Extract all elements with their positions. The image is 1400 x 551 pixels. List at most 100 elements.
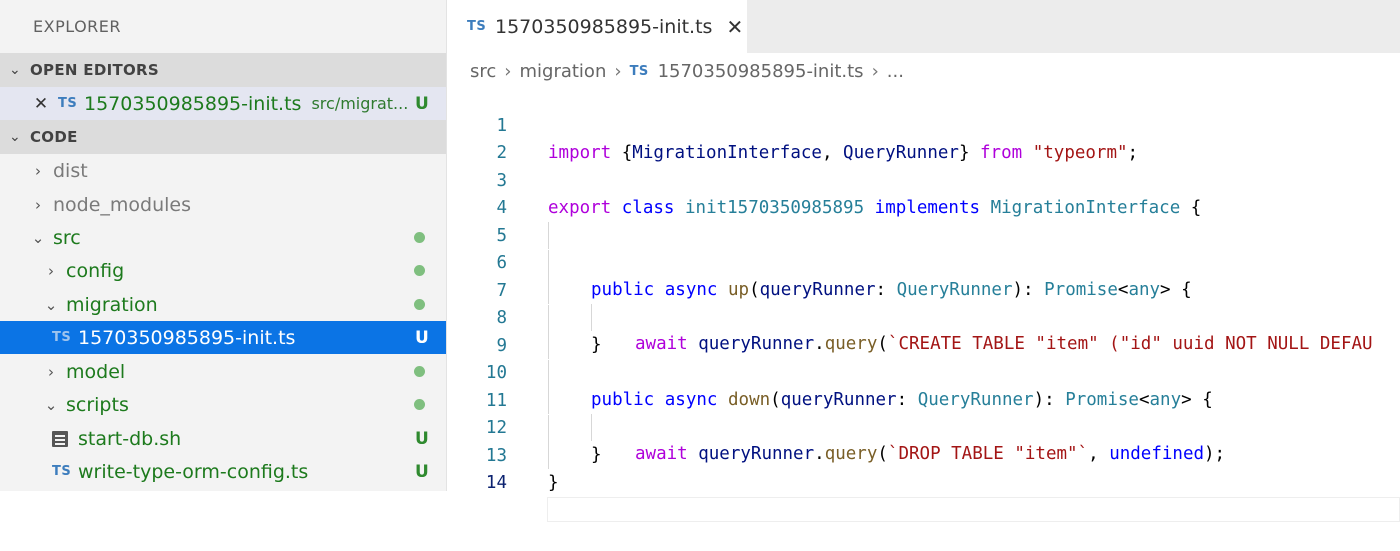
- indent-guide: [548, 222, 549, 249]
- untracked-badge: U: [415, 461, 429, 482]
- explorer-sidebar: EXPLORER ⌄ OPEN EDITORS ✕ TS 15703509858…: [0, 0, 447, 491]
- line-number: 4: [496, 198, 507, 218]
- untracked-badge: U: [415, 93, 429, 114]
- tree-item-model[interactable]: › model: [0, 355, 446, 388]
- tree-item-label: dist: [53, 159, 88, 182]
- modified-dot: [414, 299, 425, 310]
- close-icon[interactable]: ✕: [726, 14, 744, 39]
- code-text: import {MigrationInterface, QueryRunner}…: [548, 143, 1139, 163]
- indent-guide: [591, 304, 592, 331]
- typescript-file-icon: TS: [52, 330, 72, 345]
- breadcrumb-src[interactable]: src: [470, 60, 497, 82]
- chevron-right-icon: ›: [35, 161, 41, 180]
- editor-tab-bar: TS 1570350985895-init.ts ✕: [447, 0, 1400, 53]
- code-text: }: [548, 473, 559, 493]
- typescript-file-icon: TS: [467, 19, 487, 34]
- chevron-right-icon: ›: [48, 261, 54, 280]
- code-text: export class init1570350985895 implement…: [548, 198, 1202, 218]
- tree-item-migration[interactable]: ⌄ migration: [0, 288, 446, 321]
- shell-file-icon: [52, 430, 68, 447]
- code-editor[interactable]: 1 import {MigrationInterface, QueryRunne…: [447, 85, 1400, 522]
- code-text: public async up(queryRunner: QueryRunner…: [591, 280, 1192, 300]
- untracked-badge: U: [415, 428, 429, 449]
- chevron-right-icon: ›: [48, 362, 54, 381]
- code-line: 14: [447, 443, 1400, 522]
- modified-dot: [414, 399, 425, 410]
- line-number: 2: [496, 143, 507, 163]
- tree-item-label: src: [53, 226, 81, 249]
- code-line: 12: [447, 388, 1400, 469]
- line-number: 3: [496, 171, 507, 191]
- code-line: 1 import {MigrationInterface, QueryRunne…: [447, 86, 1400, 163]
- code-line: 11 }: [447, 361, 1400, 465]
- line-number: 7: [496, 281, 507, 301]
- close-icon[interactable]: ✕: [33, 93, 49, 114]
- explorer-title: EXPLORER: [33, 17, 121, 36]
- indent-guide: [548, 415, 549, 442]
- tree-item-dist[interactable]: › dist: [0, 154, 446, 187]
- tree-item-label: start-db.sh: [78, 427, 182, 450]
- chevron-down-icon: ⌄: [44, 395, 58, 414]
- chevron-right-icon: ›: [35, 195, 41, 214]
- tree-item-write-type-orm-config[interactable]: TS write-type-orm-config.ts U: [0, 455, 446, 488]
- code-line: 7 }: [447, 251, 1400, 355]
- code-text: }: [591, 335, 602, 355]
- tree-item-label: write-type-orm-config.ts: [78, 460, 309, 483]
- breadcrumb: src › migration › TS 1570350985895-init.…: [470, 58, 904, 84]
- tree-item-start-db[interactable]: start-db.sh U: [0, 422, 446, 455]
- tree-item-init-ts[interactable]: TS 1570350985895-init.ts U: [0, 321, 446, 354]
- typescript-file-icon: TS: [629, 63, 649, 79]
- tab-label: 1570350985895-init.ts: [495, 15, 713, 38]
- code-folder-label: CODE: [30, 128, 78, 146]
- line-number: 12: [485, 418, 507, 438]
- line-number: 8: [496, 308, 507, 328]
- line-number: 10: [485, 363, 507, 383]
- chevron-right-icon: ›: [504, 60, 512, 82]
- indent-guide: [548, 442, 549, 469]
- code-line: 13 }: [447, 416, 1400, 493]
- chevron-right-icon: ›: [614, 60, 622, 82]
- untracked-badge: U: [415, 327, 429, 348]
- line-number: 14: [485, 473, 507, 493]
- tree-item-config[interactable]: › config: [0, 254, 446, 287]
- open-editor-path: src/migrat...: [311, 94, 409, 113]
- breadcrumb-file[interactable]: 1570350985895-init.ts: [657, 60, 864, 82]
- tree-item-label: model: [66, 360, 126, 383]
- code-folder-header[interactable]: ⌄ CODE: [0, 120, 446, 154]
- open-editor-filename: 1570350985895-init.ts: [84, 92, 302, 115]
- chevron-down-icon: ⌄: [8, 62, 22, 78]
- chevron-right-icon: ›: [871, 60, 879, 82]
- indent-guide: [591, 414, 592, 441]
- line-number: 6: [496, 253, 507, 273]
- code-text: await queryRunner.query(`CREATE TABLE "i…: [635, 334, 1373, 354]
- breadcrumb-symbols[interactable]: ...: [886, 60, 904, 82]
- tree-item-node-modules[interactable]: › node_modules: [0, 188, 446, 221]
- tree-item-scripts[interactable]: ⌄ scripts: [0, 388, 446, 421]
- code-text: public async down(queryRunner: QueryRunn…: [591, 390, 1213, 410]
- open-editors-label: OPEN EDITORS: [30, 61, 159, 79]
- code-line: 4: [447, 168, 1400, 249]
- open-editors-header[interactable]: ⌄ OPEN EDITORS: [0, 53, 446, 87]
- line-number: 5: [496, 226, 507, 246]
- typescript-file-icon: TS: [58, 96, 78, 111]
- open-editor-item[interactable]: ✕ TS 1570350985895-init.ts src/migrat...…: [0, 87, 446, 120]
- code-line: 3 export class init1570350985895 impleme…: [447, 141, 1400, 218]
- tree-item-label: node_modules: [53, 193, 192, 216]
- code-line: 6 await queryRunner.query(`CREATE TABLE …: [447, 223, 1400, 354]
- line-number: 9: [496, 336, 507, 356]
- current-line-highlight: [547, 497, 1400, 522]
- breadcrumb-migration[interactable]: migration: [519, 60, 607, 82]
- typescript-file-icon: TS: [52, 464, 72, 479]
- indent-guide: [548, 305, 549, 332]
- modified-dot: [414, 232, 425, 243]
- line-number: 13: [485, 446, 507, 466]
- tree-item-src[interactable]: ⌄ src: [0, 221, 446, 254]
- code-line: 9 public async down(queryRunner: QueryRu…: [447, 306, 1400, 410]
- code-text: }: [591, 445, 602, 465]
- code-line: 5 public async up(queryRunner: QueryRunn…: [447, 196, 1400, 300]
- code-line: 8: [447, 278, 1400, 359]
- indent-guide: [548, 332, 549, 359]
- tab-init-ts[interactable]: TS 1570350985895-init.ts ✕: [447, 0, 747, 53]
- tree-item-label: scripts: [66, 393, 129, 416]
- line-number: 1: [496, 116, 507, 136]
